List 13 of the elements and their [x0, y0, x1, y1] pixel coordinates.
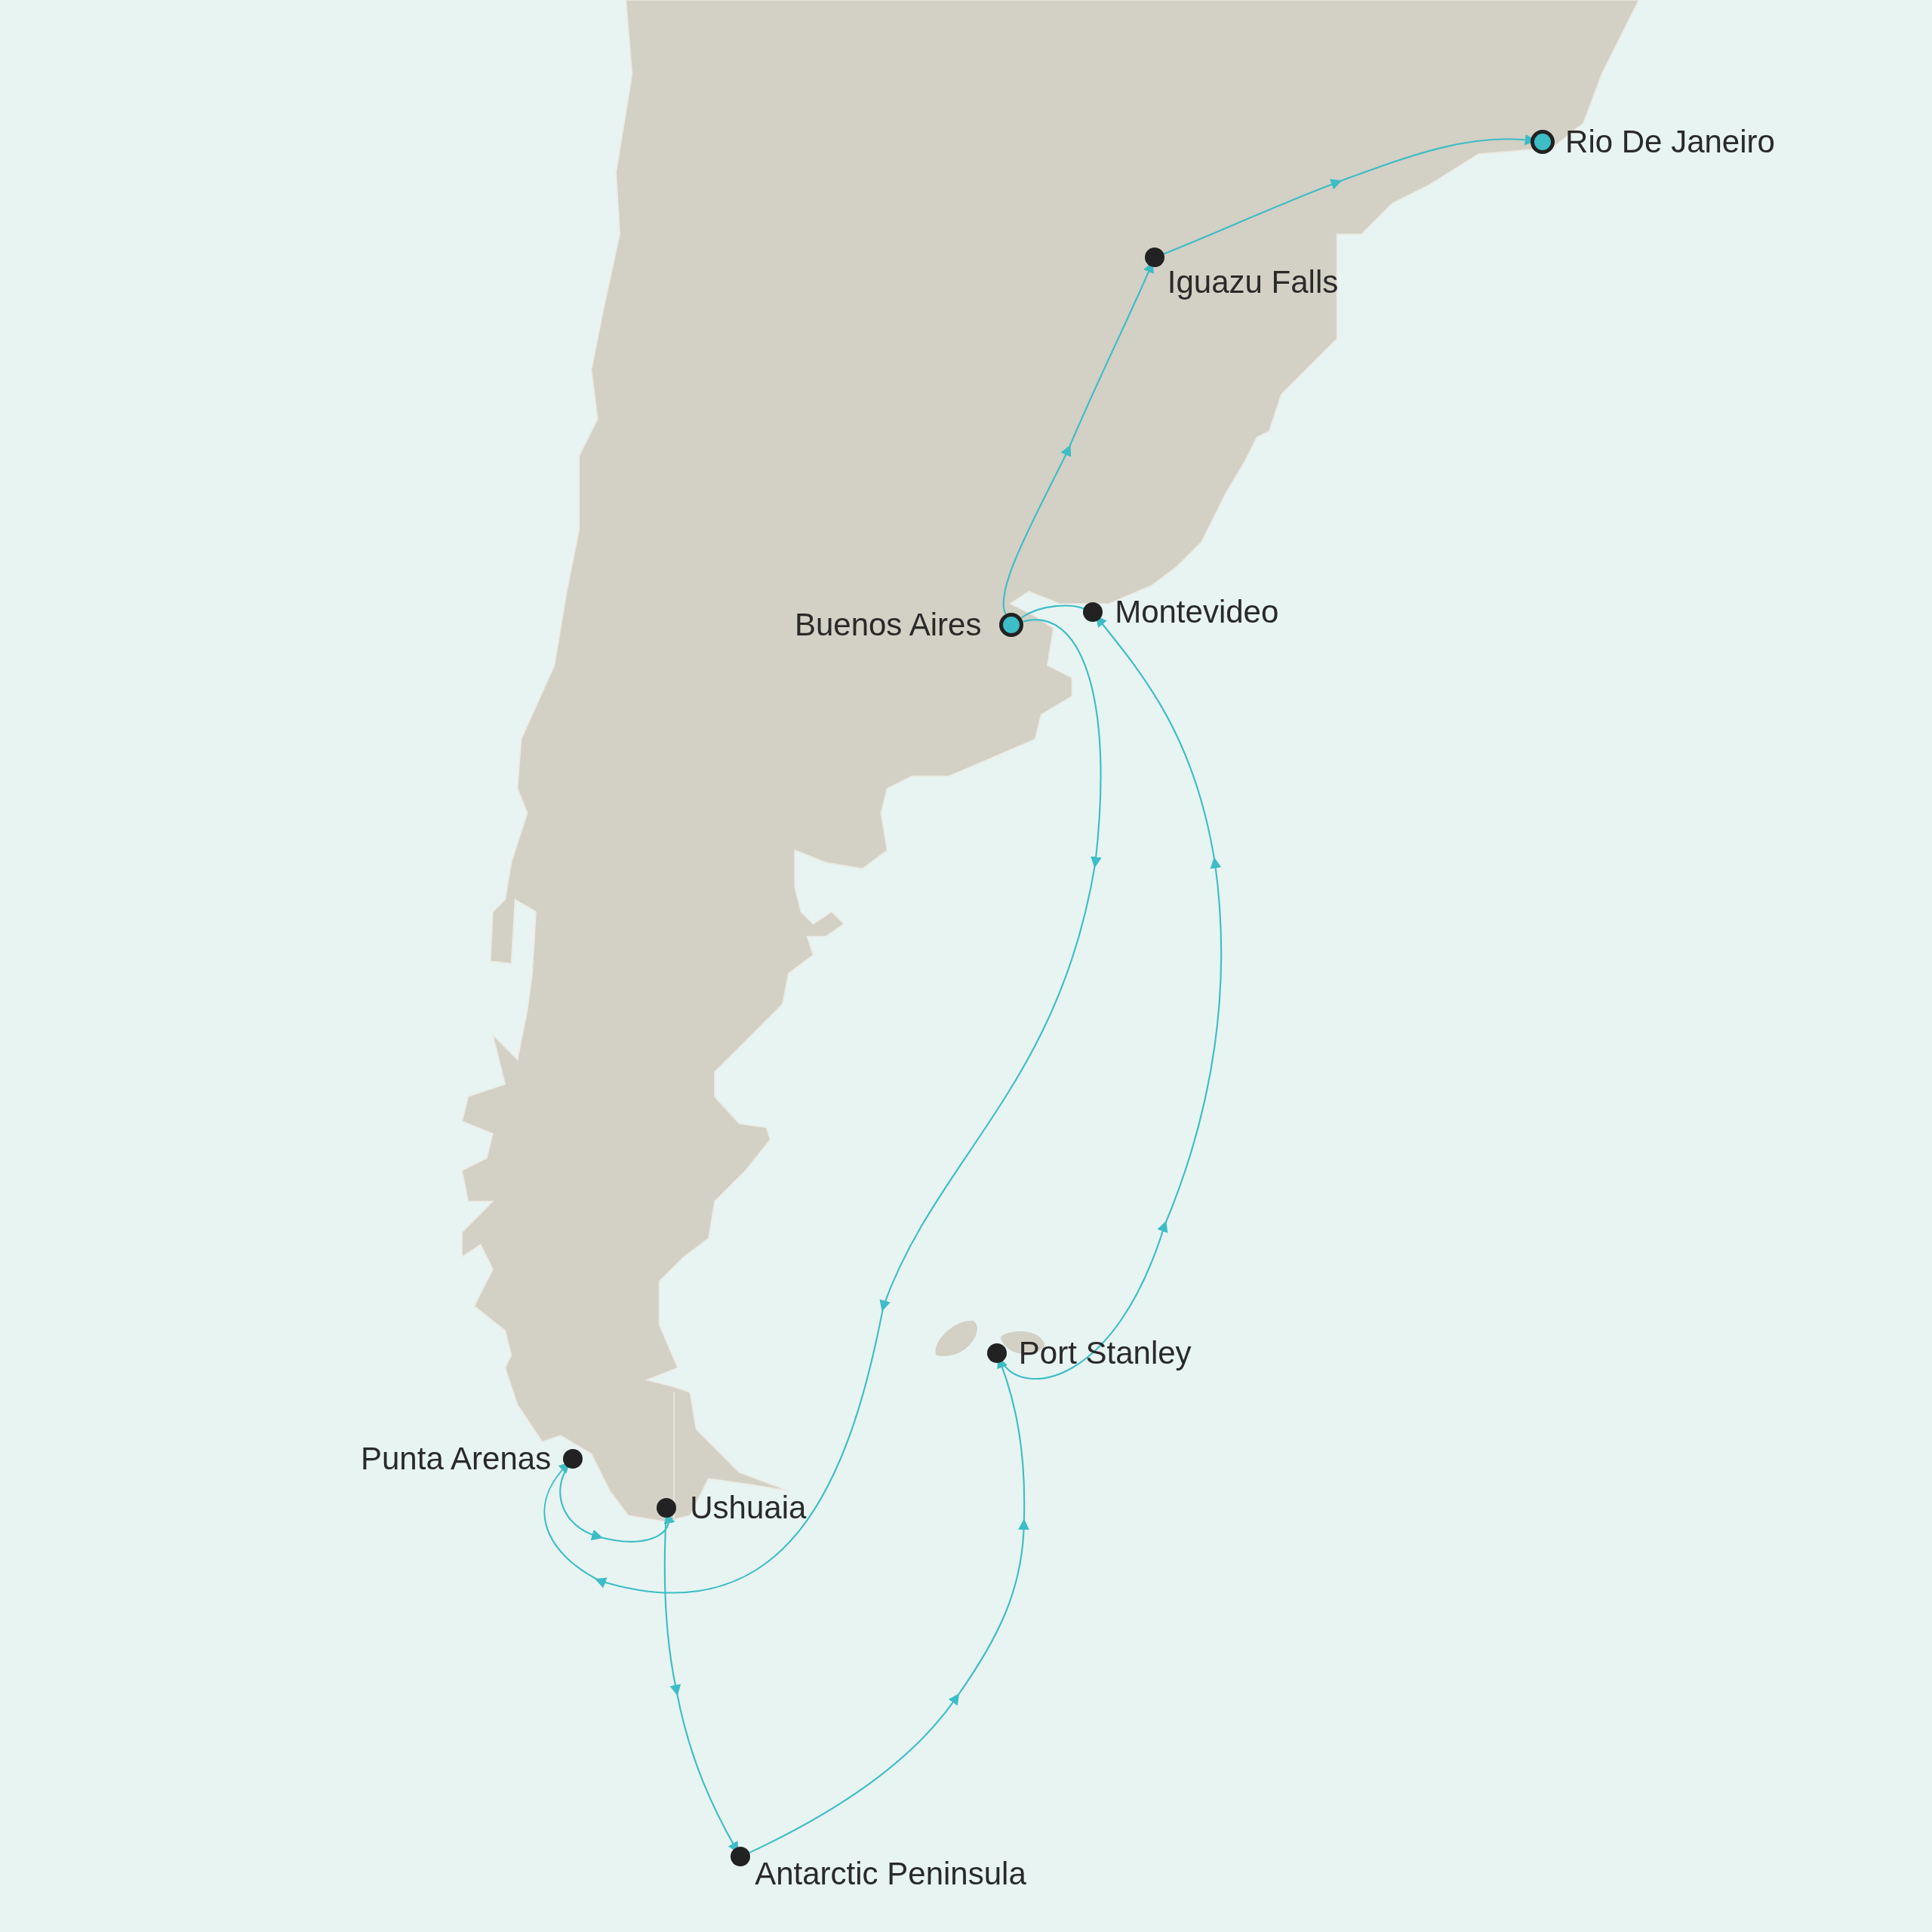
- place-label: Antarctic Peninsula: [755, 1856, 1026, 1893]
- place-label: Rio De Janeiro: [1565, 123, 1775, 160]
- place-label: Punta Arenas: [361, 1441, 552, 1478]
- route-arrow: [663, 1518, 738, 1850]
- route-arrow: [559, 1466, 675, 1543]
- place-label: Ushuaia: [690, 1490, 807, 1527]
- route-arrow: [1163, 134, 1531, 255]
- route-arrow: [543, 619, 1102, 1594]
- route-arrow: [749, 1361, 1029, 1854]
- place-label: Port Stanley: [1018, 1334, 1192, 1371]
- place-label: Buenos Aires: [794, 606, 982, 643]
- place-label: Montevideo: [1115, 594, 1279, 631]
- place-label: Iguazu Falls: [1167, 264, 1339, 301]
